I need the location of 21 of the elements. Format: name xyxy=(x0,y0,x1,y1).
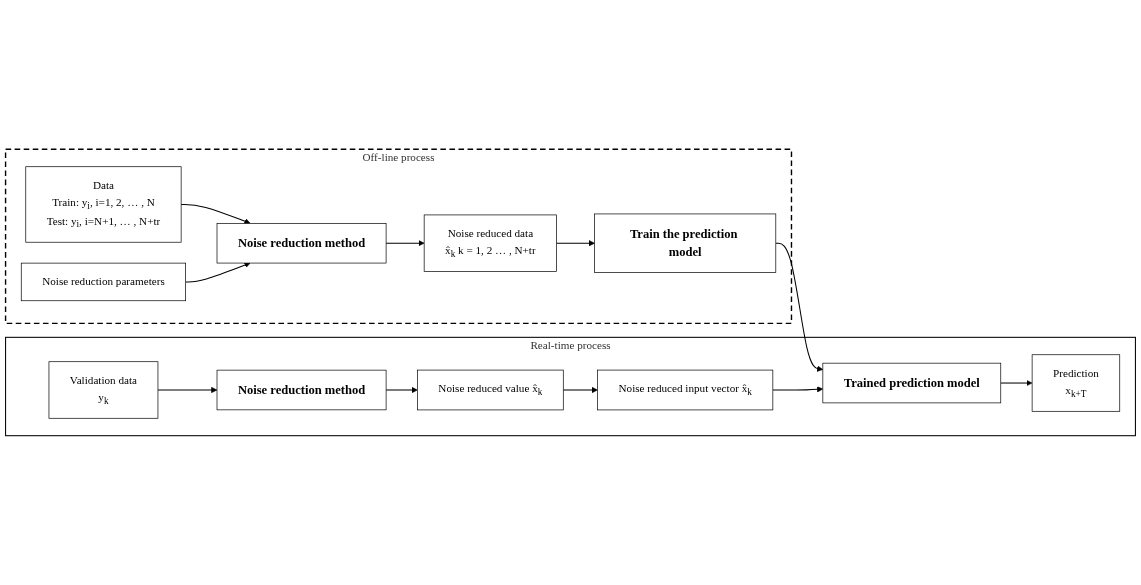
node-box: Noise reduction parameters xyxy=(20,262,186,302)
node-box: Noise reduced value x̂$_{k}$ xyxy=(417,369,564,411)
node-box: Train the prediction model xyxy=(594,213,777,273)
arrow xyxy=(185,262,251,283)
node-box: Prediction x$_{k+T}$ xyxy=(1031,354,1121,412)
node-box: Noise reduction method xyxy=(216,369,387,411)
arrow xyxy=(180,203,251,225)
arrow xyxy=(157,386,218,394)
arrow xyxy=(385,240,425,247)
arrow xyxy=(562,386,598,394)
node-box: Trained prediction model xyxy=(822,362,1002,404)
arrow xyxy=(385,386,418,394)
node-box: Noise reduced data x̂$_{k}$ k = 1, 2 … , N+tr xyxy=(423,214,557,272)
arrow xyxy=(772,386,824,393)
node-box: Validation data y$_{k}$ xyxy=(48,361,159,419)
node-box: Noise reduced input vector x̂$_{k}$ xyxy=(597,369,774,411)
arrow xyxy=(1000,379,1033,387)
node-box: Noise reduction method xyxy=(216,223,387,264)
arrow xyxy=(556,240,595,247)
node-box: Data Train: y$_{i}$, i=1, 2, … , N Test: y$_{i}$, i=N+1, … , N+tr xyxy=(25,166,182,243)
arrow xyxy=(775,242,824,372)
